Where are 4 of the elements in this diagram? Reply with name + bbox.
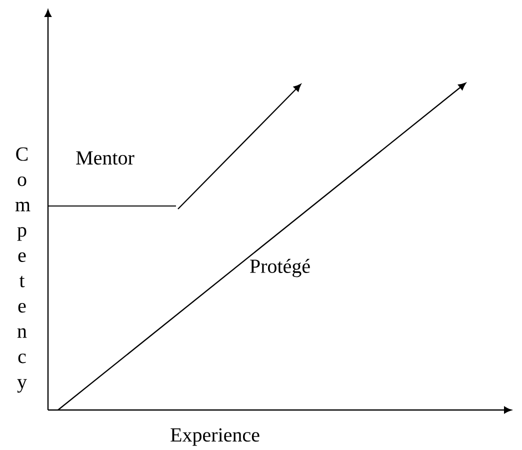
line-label: Mentor	[76, 151, 134, 165]
axis-title: Experience	[170, 428, 260, 446]
axis-title: Competency	[15, 147, 30, 393]
line-label: Protégé	[250, 258, 310, 278]
